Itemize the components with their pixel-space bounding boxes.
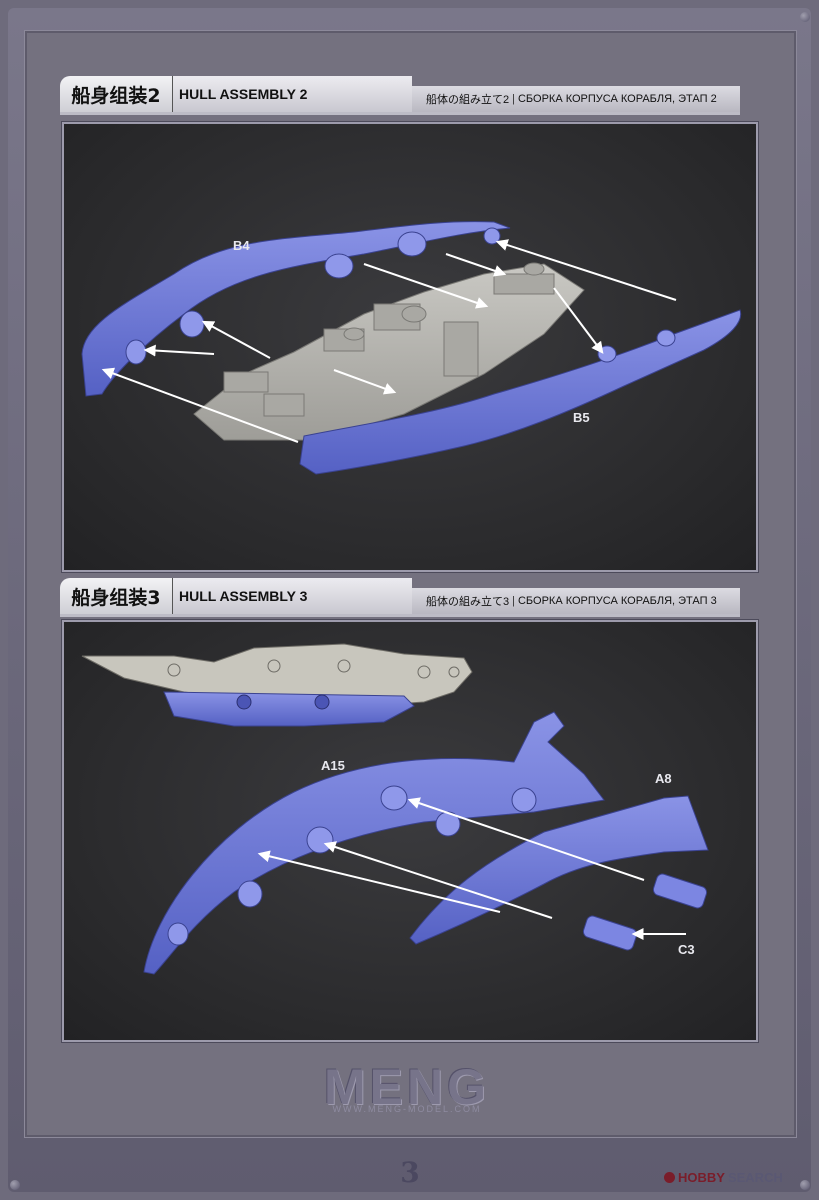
section-header-hull-assembly-2: 船体の組み立て2 | СБОРКА КОРПУСА КОРАБЛЯ, ЭТАП …	[60, 76, 740, 116]
part-label-a15: A15	[321, 758, 345, 773]
assembly-arrows	[257, 797, 686, 940]
rivet-icon	[800, 12, 810, 22]
title-divider: |	[512, 595, 515, 607]
title-english: HULL ASSEMBLY 2	[172, 76, 412, 112]
title-japanese: 船体の組み立て3	[426, 596, 510, 608]
title-russian: СБОРКА КОРПУСА КОРАБЛЯ, ЭТАП 3	[517, 595, 717, 607]
title-english: HULL ASSEMBLY 3	[172, 578, 412, 614]
meng-logo: MENG WWW.MENG-MODEL.COM	[302, 1058, 512, 1118]
title-russian: СБОРКА КОРПУСА КОРАБЛЯ, ЭТАП 2	[517, 93, 717, 105]
watermark-logo-icon	[664, 1171, 675, 1183]
title-chinese: 船身组装2	[60, 76, 172, 112]
page-number: 3	[400, 1156, 420, 1189]
rivet-icon	[800, 1180, 810, 1190]
part-label-c3: C3	[678, 942, 695, 957]
part-b5-hull-side	[299, 309, 742, 475]
part-a8-keel	[409, 795, 709, 945]
assembly-arrows	[101, 239, 677, 443]
watermark-second: SEARCH	[727, 1169, 783, 1185]
title-japanese: 船体の組み立て2	[426, 94, 510, 106]
deck-details	[223, 262, 555, 417]
part-c3-pins	[582, 873, 708, 951]
instruction-panel-hull-assembly-3	[62, 620, 758, 1042]
rivet-icon	[10, 1180, 20, 1190]
section-header-hull-assembly-3: 船体の組み立て3 | СБОРКА КОРПУСА КОРАБЛЯ, ЭТАП …	[60, 578, 740, 618]
section-subtitle: 船体の組み立て2 | СБОРКА КОРПУСА КОРАБЛЯ, ЭТАП …	[340, 86, 740, 112]
logo-url: WWW.MENG-MODEL.COM	[332, 1104, 482, 1114]
logo-wordmark: MENG	[324, 1059, 490, 1115]
header-underline	[60, 614, 740, 617]
side-view-screw-icon	[236, 694, 252, 710]
side-view-hull-blue	[163, 691, 415, 727]
part-a15-hull-side	[143, 711, 605, 975]
watermark: HOBBY SEARCH	[664, 1168, 783, 1186]
part-label-b4: B4	[233, 238, 250, 253]
b5-peg	[656, 329, 676, 347]
instruction-panel-hull-assembly-2	[62, 122, 758, 572]
a15-pegs	[167, 785, 537, 946]
hull-assembly-3-illustration	[81, 643, 709, 975]
hull-assembly-2-illustration	[81, 221, 742, 475]
title-chinese: 船身组装3	[60, 578, 172, 614]
title-divider: |	[512, 93, 515, 105]
side-view-screw-icon	[314, 694, 330, 710]
part-label-a8: A8	[655, 771, 672, 786]
b5-peg	[597, 345, 617, 363]
side-view-portholes	[167, 659, 460, 679]
header-underline	[60, 112, 740, 115]
part-label-b5: B5	[573, 410, 590, 425]
watermark-first: HOBBY	[678, 1169, 725, 1185]
